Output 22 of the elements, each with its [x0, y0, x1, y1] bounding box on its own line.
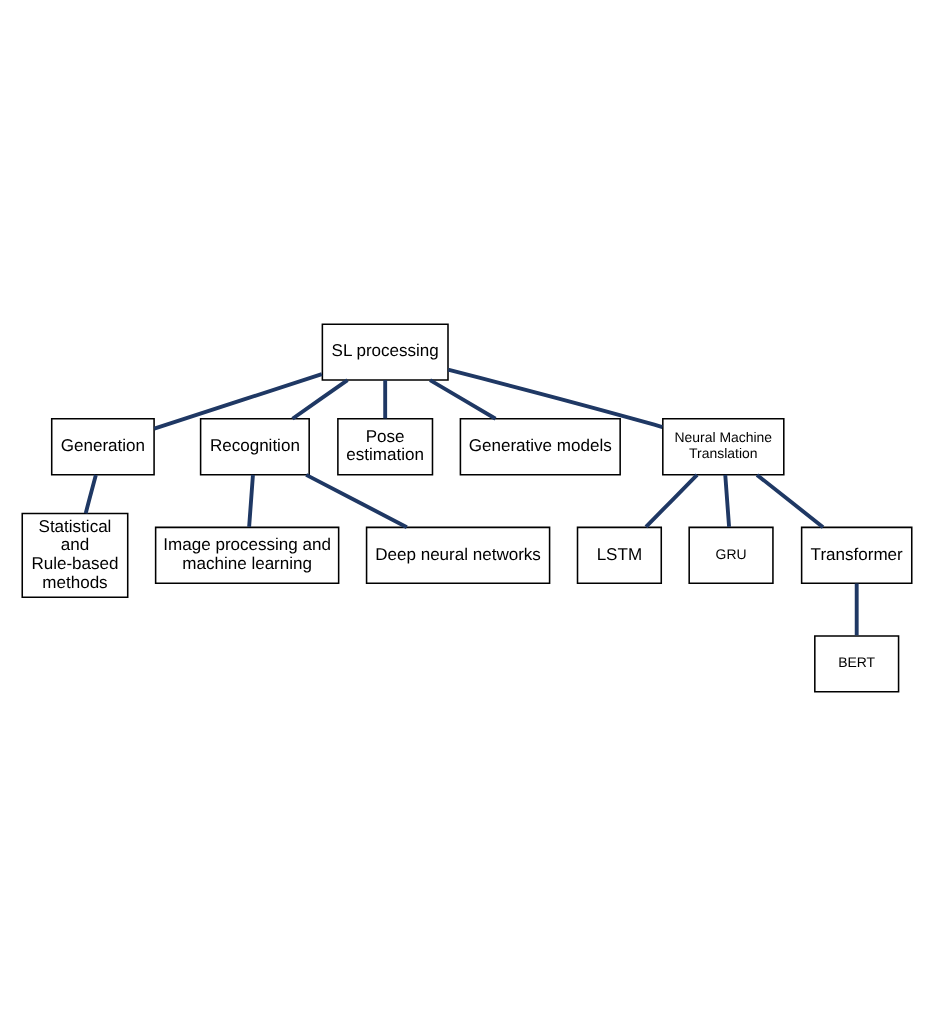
connector	[305, 473, 408, 529]
node-box: Generative models	[459, 418, 621, 476]
node-box: Statistical and Rule-based methods	[21, 512, 129, 598]
node-box: Recognition	[199, 418, 310, 476]
node-box: Generation	[50, 418, 155, 476]
connector	[153, 372, 323, 431]
connector	[83, 474, 98, 514]
connector	[247, 474, 255, 527]
connector	[854, 583, 859, 636]
connector	[429, 378, 497, 421]
connector	[291, 378, 349, 421]
connector	[383, 380, 388, 419]
connector	[723, 474, 731, 527]
connector	[447, 367, 663, 429]
node-box: Deep neural networks	[365, 526, 551, 584]
node-box: Image processing and machine learning	[154, 526, 340, 584]
node-box: Pose estimation	[337, 418, 434, 476]
connector	[644, 473, 699, 529]
node-box: SL processing	[321, 323, 449, 381]
node-box: Transformer	[800, 526, 913, 584]
connector	[755, 473, 825, 529]
node-box: LSTM	[576, 526, 663, 584]
